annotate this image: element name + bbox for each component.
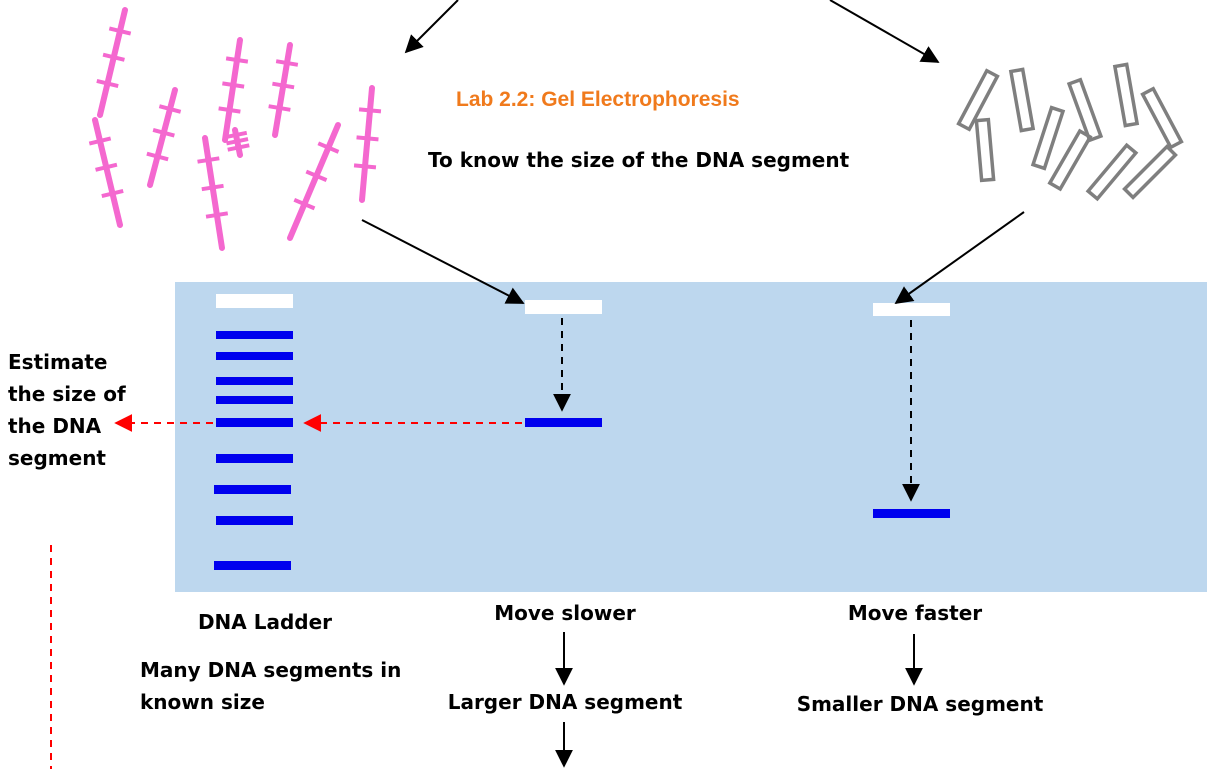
large-dna-fragment <box>88 117 124 228</box>
small-dna-fragment <box>956 68 1000 132</box>
well-ladder <box>216 294 293 308</box>
large-dna-fragment <box>224 127 250 158</box>
ladder-band <box>216 454 293 463</box>
well-small-sample <box>873 303 950 316</box>
top-arrow-left <box>404 0 459 54</box>
ladder-band <box>214 561 291 570</box>
small-dna-fragment <box>974 117 996 183</box>
arrow-to-large-well <box>361 219 525 304</box>
small-dna-fragment <box>1085 142 1139 202</box>
large-dna-fragment <box>268 42 299 138</box>
title: Lab 2.2: Gel Electrophoresis <box>456 88 740 111</box>
large-dna-fragment <box>353 85 382 203</box>
ladder-band <box>216 352 293 360</box>
small-dna-fragment <box>1112 62 1140 128</box>
subtitle: To know the size of the DNA segment <box>428 148 850 172</box>
small-dna-fragment <box>1047 128 1093 192</box>
ladder-band <box>214 485 291 494</box>
ladder-band <box>216 331 293 339</box>
large-dna-fragment <box>218 37 249 143</box>
ladder-description: Many DNA segments in known size <box>140 658 402 714</box>
ladder-band <box>216 396 293 404</box>
larger-dna-label: Larger DNA segment <box>447 690 683 714</box>
gel <box>175 282 1207 592</box>
large-dna-fragments <box>88 7 382 251</box>
well-large-sample <box>525 300 602 314</box>
ladder-band <box>216 418 293 427</box>
estimate-label: Estimate the size of the DNA segment <box>8 350 126 470</box>
small-dna-fragment <box>1030 105 1066 171</box>
ladder-bands <box>214 331 293 570</box>
small-dna-fragment <box>1122 144 1178 200</box>
top-arrow-right <box>829 0 940 63</box>
ladder-band <box>216 377 293 385</box>
small-dna-fragment <box>1066 77 1104 143</box>
large-dna-fragment <box>287 122 341 241</box>
large-dna-fragment <box>197 135 229 251</box>
ladder-band <box>216 516 293 525</box>
small-dna-fragments <box>956 62 1184 202</box>
ladder-label: DNA Ladder <box>197 610 333 634</box>
smaller-dna-label: Smaller DNA segment <box>796 692 1044 716</box>
small-dna-fragment <box>1140 86 1184 150</box>
small-sample-band <box>873 509 950 518</box>
move-slower-label: Move slower <box>494 601 636 625</box>
large-sample-band <box>525 418 602 427</box>
small-dna-fragment <box>1008 67 1036 133</box>
large-dna-fragment <box>96 7 132 118</box>
large-dna-fragment <box>146 87 182 188</box>
arrow-to-small-well <box>894 211 1025 305</box>
move-faster-label: Move faster <box>847 601 983 625</box>
